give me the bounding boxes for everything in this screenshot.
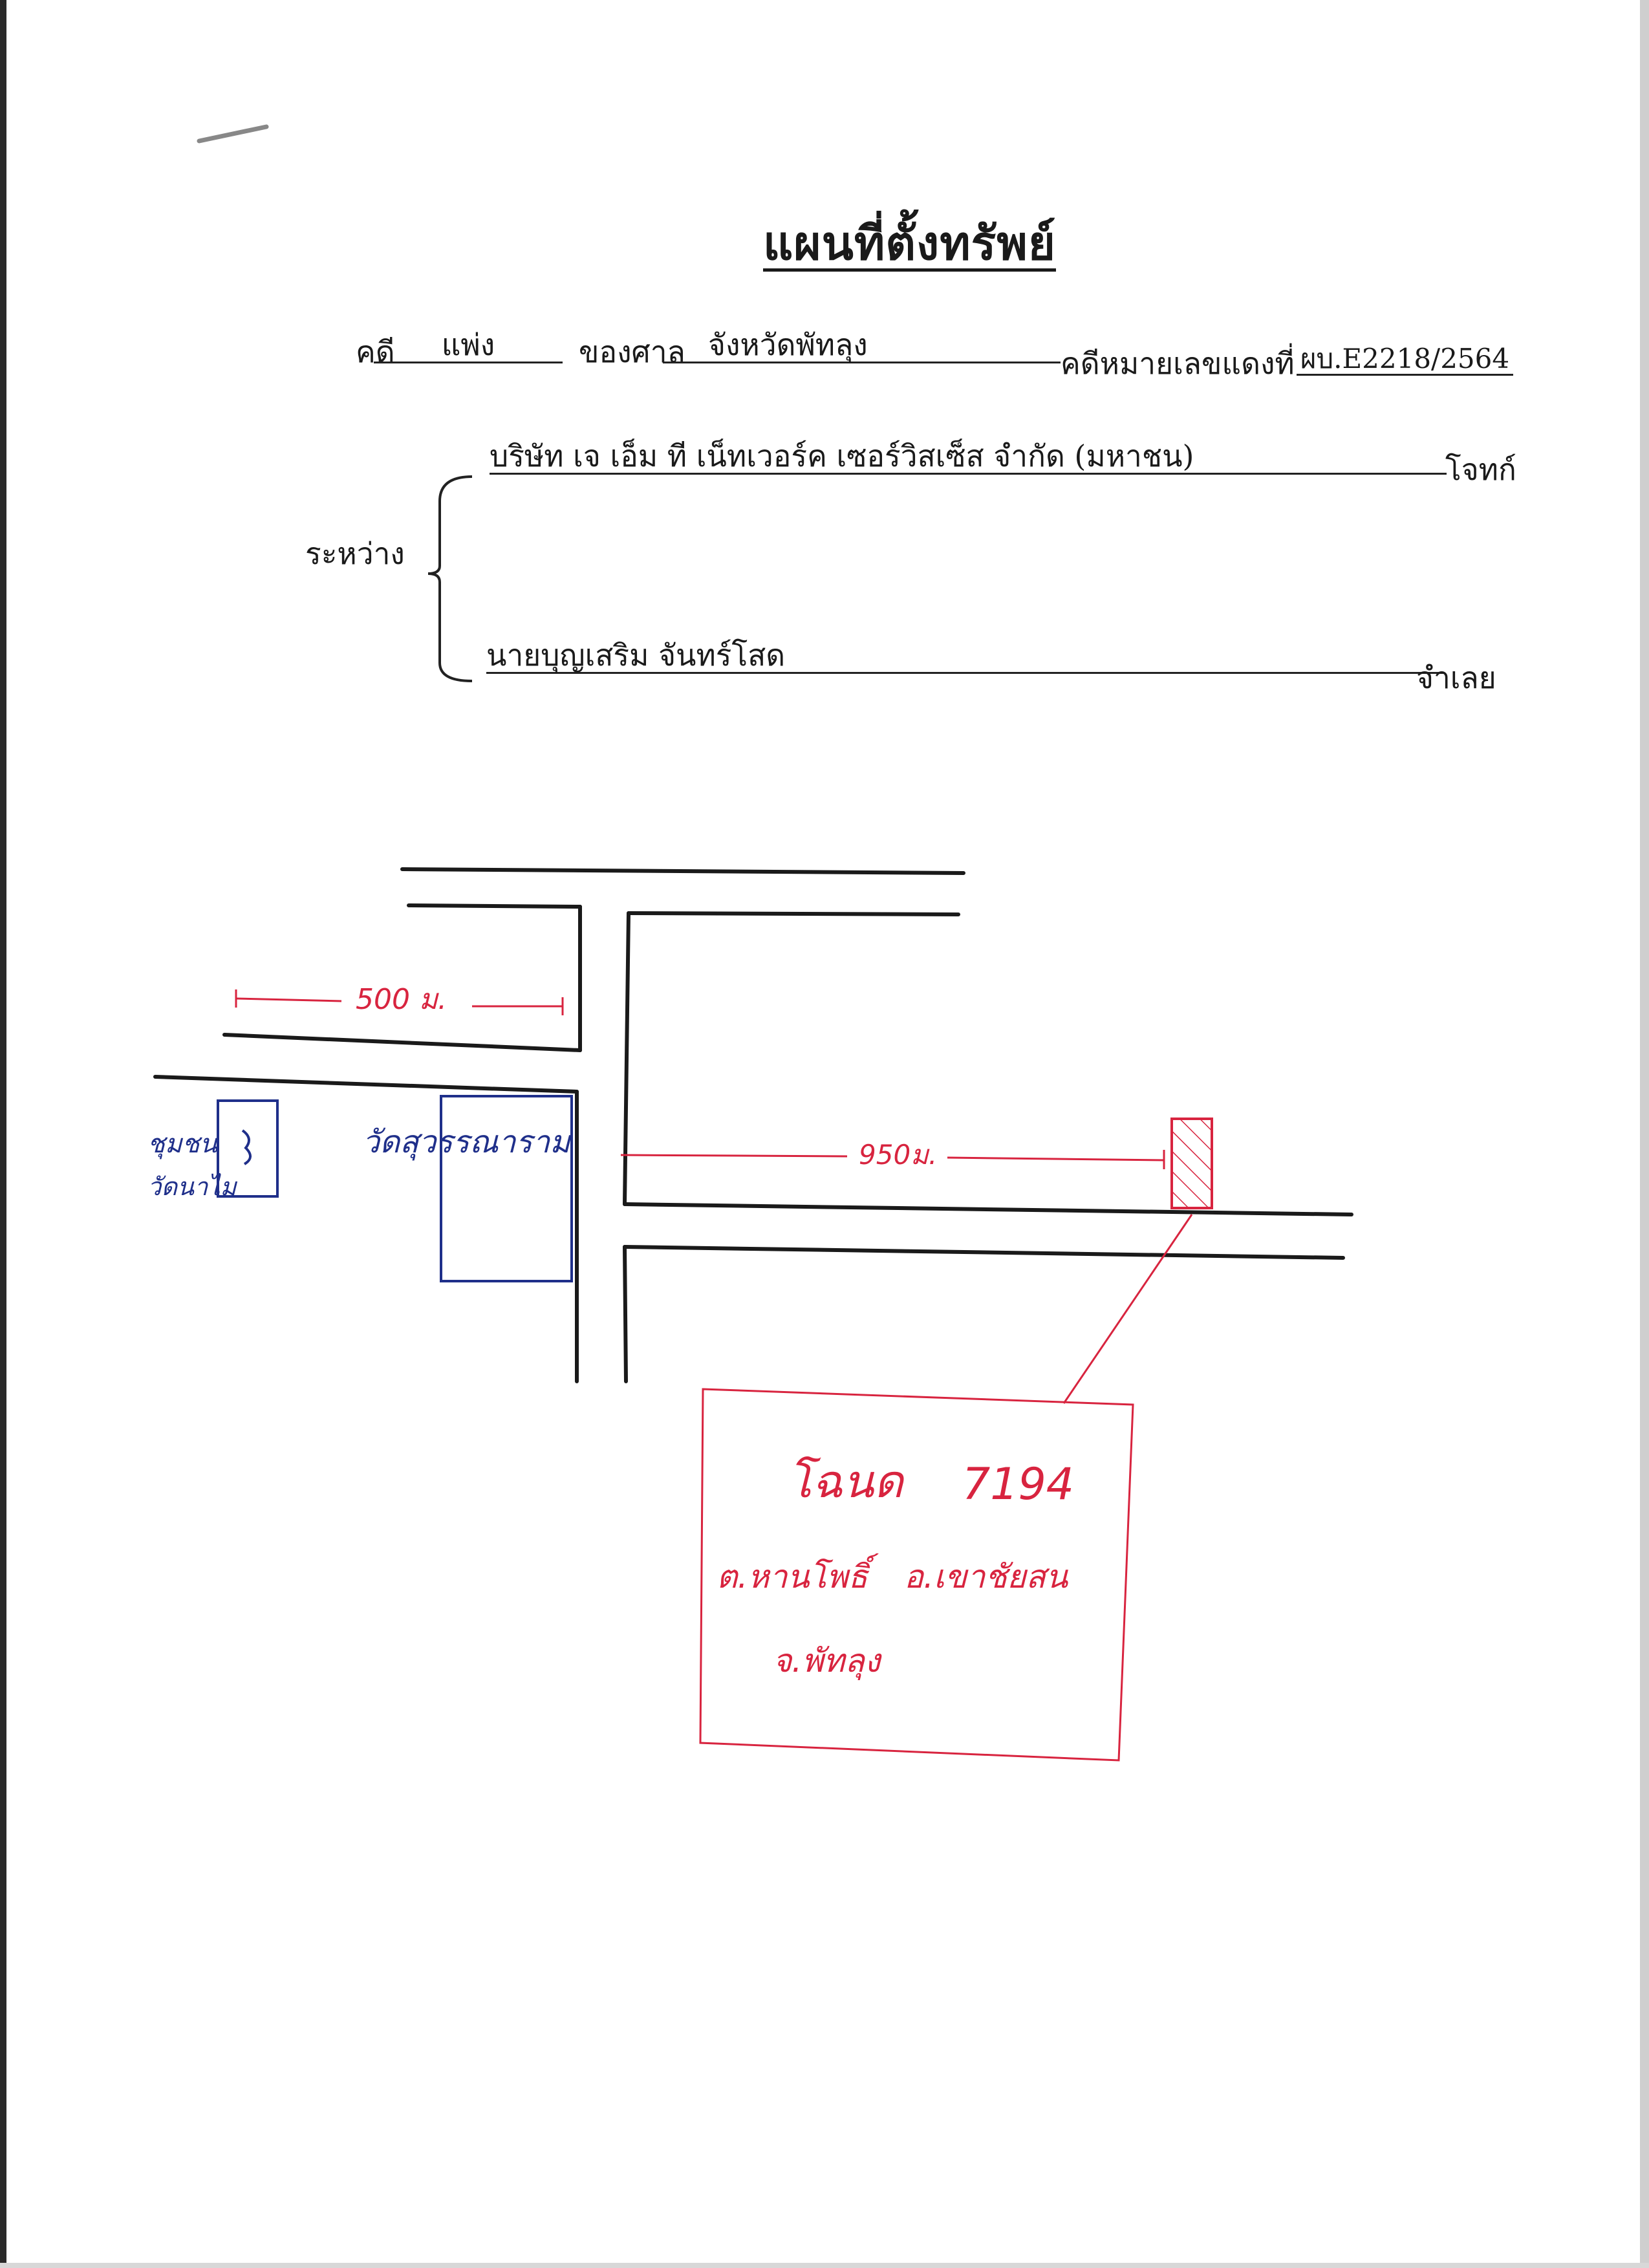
court-name: จังหวัดพัทลุง: [663, 329, 1061, 363]
road-top-edge: [400, 867, 965, 875]
page-edge-bottom: [0, 2263, 1649, 2268]
property-marker: [1170, 1118, 1213, 1209]
plaintiff-name: บริษัท เจ เอ็ม ที เน็ทเวอร์ค เซอร์วิสเซ็…: [490, 440, 1447, 475]
temple-label: วัดสุวรรณาราม: [362, 1124, 572, 1161]
school-outline: [217, 1099, 279, 1198]
defendant-name: นายบุญเสริม จันทร์โสด: [486, 639, 1443, 674]
party-brace: [427, 475, 473, 682]
distance-2-line-right: [947, 1156, 1165, 1161]
page-edge-left: [0, 0, 6, 2268]
callout-leader: [1062, 1214, 1193, 1404]
defendant-role: จำเลย: [1416, 660, 1496, 695]
case-label: คดี: [356, 334, 395, 369]
between-label: ระหว่าง: [305, 536, 405, 571]
plaintiff-role: โจทก์: [1445, 452, 1516, 487]
distance-1-line-left: [235, 997, 342, 1002]
main-road-edge-left: [623, 911, 630, 1206]
page-title: แผนที่ตั้งทรัพย์: [763, 215, 1056, 270]
red-number: ผบ.E2218/2564: [1297, 343, 1513, 376]
court-label: ของศาล: [579, 334, 685, 369]
temple-outline: [217, 1095, 573, 1282]
location-line3: จ.พัทลุง: [773, 1642, 883, 1681]
left-note-line1: ชุมชน: [147, 1129, 219, 1160]
location-line2: อ.เขาชัยสน: [904, 1558, 1069, 1595]
distance-1-label: 500 ม.: [356, 983, 447, 1016]
red-number-label: คดีหมายเลขแดงที่: [1061, 346, 1295, 381]
location-line1: ต.หานโพธิ์: [717, 1553, 879, 1595]
deed-number: 7194: [962, 1459, 1074, 1510]
distance-2-label: 950ม.: [859, 1139, 937, 1171]
main-road-edge: [623, 1202, 1353, 1216]
distance-2-line-left: [620, 1154, 848, 1158]
deed-title: โฉนด: [788, 1455, 905, 1508]
deed-callout-box: [699, 1388, 1134, 1762]
case-type: แพ่ง: [374, 329, 563, 363]
left-note-line2: วัดนาไม: [147, 1172, 237, 1201]
page-edge-right: [1640, 0, 1649, 2268]
